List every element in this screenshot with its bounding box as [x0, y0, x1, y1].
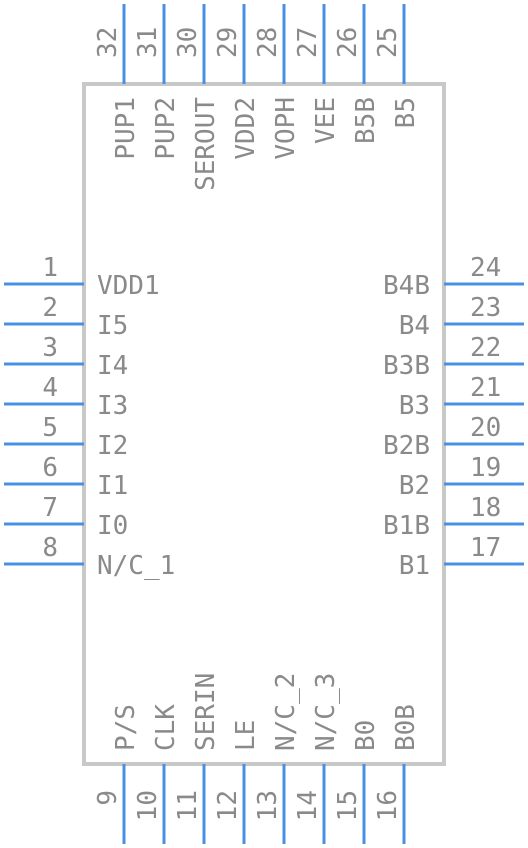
pin-28-number: 28	[253, 27, 283, 58]
pin-19-label: B2	[399, 471, 430, 501]
pin-15-label: B0	[351, 720, 381, 751]
pin-11-number: 11	[173, 790, 203, 821]
pin-9-label: P/S	[111, 704, 141, 751]
pin-1-number: 1	[42, 253, 58, 283]
pin-14-number: 14	[293, 790, 323, 821]
pin-4-number: 4	[42, 373, 58, 403]
pin-30-label: SEROUT	[191, 97, 221, 191]
pin-12-label: LE	[231, 720, 261, 751]
pin-24-number: 24	[470, 253, 501, 283]
pin-6-label: I1	[97, 471, 128, 501]
pin-31-number: 31	[133, 27, 163, 58]
pin-21-number: 21	[470, 373, 501, 403]
pin-32-number: 32	[93, 27, 123, 58]
pin-4-label: I3	[97, 391, 128, 421]
pin-11-label: SERIN	[191, 673, 221, 751]
pin-16-label: B0B	[391, 704, 421, 751]
pin-2-number: 2	[42, 293, 58, 323]
pin-9-number: 9	[93, 790, 123, 806]
pin-2-label: I5	[97, 311, 128, 341]
pin-1-label: VDD1	[97, 271, 160, 301]
pin-3-number: 3	[42, 333, 58, 363]
pin-26-number: 26	[333, 27, 363, 58]
pin-5-label: I2	[97, 431, 128, 461]
pin-27-label: VEE	[311, 97, 341, 144]
pin-29-label: VDD2	[231, 97, 261, 160]
pin-22-number: 22	[470, 333, 501, 363]
pin-7-label: I0	[97, 511, 128, 541]
pin-13-number: 13	[253, 790, 283, 821]
pin-19-number: 19	[470, 453, 501, 483]
pin-17-number: 17	[470, 533, 501, 563]
pin-27-number: 27	[293, 27, 323, 58]
pin-18-number: 18	[470, 493, 501, 523]
pin-17-label: B1	[399, 551, 430, 581]
pin-31-label: PUP2	[151, 97, 181, 160]
pin-12-number: 12	[213, 790, 243, 821]
pin-6-number: 6	[42, 453, 58, 483]
chip-body	[82, 82, 446, 766]
pin-23-label: B4	[399, 311, 430, 341]
pin-24-label: B4B	[383, 271, 430, 301]
pin-28-label: VOPH	[271, 97, 301, 160]
pin-23-number: 23	[470, 293, 501, 323]
pin-26-label: B5B	[351, 97, 381, 144]
pin-15-number: 15	[333, 790, 363, 821]
pin-3-label: I4	[97, 351, 128, 381]
pin-25-number: 25	[373, 27, 403, 58]
pin-5-number: 5	[42, 413, 58, 443]
pin-32-label: PUP1	[111, 97, 141, 160]
pin-10-label: CLK	[151, 704, 181, 751]
pin-8-number: 8	[42, 533, 58, 563]
pin-10-number: 10	[133, 790, 163, 821]
pin-14-label: N/C_3	[311, 673, 341, 751]
pin-30-number: 30	[173, 27, 203, 58]
pin-8-label: N/C_1	[97, 551, 175, 581]
pin-25-label: B5	[391, 97, 421, 128]
pin-29-number: 29	[213, 27, 243, 58]
pin-18-label: B1B	[383, 511, 430, 541]
pin-20-number: 20	[470, 413, 501, 443]
pin-22-label: B3B	[383, 351, 430, 381]
pin-20-label: B2B	[383, 431, 430, 461]
pin-7-number: 7	[42, 493, 58, 523]
pin-16-number: 16	[373, 790, 403, 821]
pin-21-label: B3	[399, 391, 430, 421]
pin-13-label: N/C_2	[271, 673, 301, 751]
